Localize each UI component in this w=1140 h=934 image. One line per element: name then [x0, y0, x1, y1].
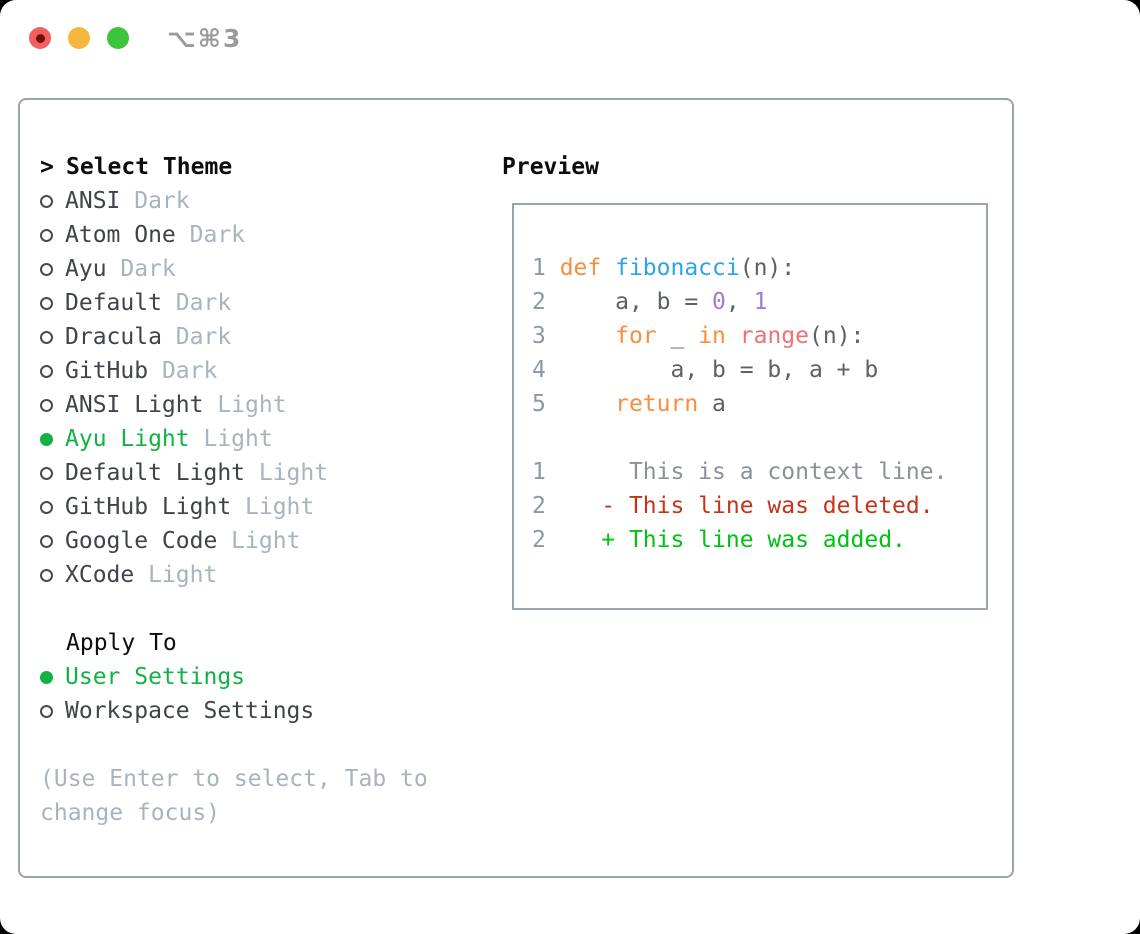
spacer	[40, 592, 428, 626]
radio-icon	[40, 466, 53, 480]
select-theme-label: Select Theme	[66, 154, 233, 180]
option-label: Ayu Dark	[65, 256, 176, 282]
option-label: GitHub Light Light	[65, 494, 315, 520]
apply-to-header: Apply To	[40, 626, 428, 660]
select-theme-header: > Select Theme	[40, 150, 428, 184]
code-line: 2 a, b = 0, 1	[532, 289, 768, 315]
radio-icon	[40, 330, 53, 344]
code-preview: 1 def fibonacci(n): 2 a, b = 0, 1 3 for _ …	[514, 205, 986, 557]
apply-option-user-settings[interactable]: User Settings	[40, 660, 428, 694]
spacer	[40, 728, 428, 762]
option-label: User Settings	[65, 664, 246, 690]
theme-option-dracula[interactable]: Dracula Dark	[40, 320, 428, 354]
option-label: Workspace Settings	[65, 698, 315, 724]
code-line: 4 a, b = b, a + b	[532, 357, 879, 383]
option-label: ANSI Light Light	[65, 392, 287, 418]
code-line: 1 def fibonacci(n):	[532, 255, 796, 281]
radio-icon	[40, 364, 53, 378]
hint-line-2: change focus)	[40, 800, 221, 826]
radio-icon	[40, 194, 53, 208]
radio-icon	[40, 534, 53, 548]
theme-option-ayu-light[interactable]: Ayu Light Light	[40, 422, 428, 456]
radio-icon	[40, 500, 53, 514]
theme-option-github[interactable]: GitHub Dark	[40, 354, 428, 388]
theme-option-google-code[interactable]: Google Code Light	[40, 524, 428, 558]
theme-option-xcode[interactable]: XCode Light	[40, 558, 428, 592]
theme-option-default-light[interactable]: Default Light Light	[40, 456, 428, 490]
theme-option-ansi[interactable]: ANSI Dark	[40, 184, 428, 218]
preview-header: Preview	[502, 154, 599, 180]
code-line: 5 return a	[532, 391, 726, 417]
option-label: XCode Light	[65, 562, 218, 588]
radio-icon	[40, 398, 53, 412]
option-label: Dracula Dark	[65, 324, 232, 350]
option-label: Google Code Light	[65, 528, 301, 554]
theme-option-atom-one[interactable]: Atom One Dark	[40, 218, 428, 252]
apply-to-label: Apply To	[66, 630, 177, 656]
theme-option-ansi-light[interactable]: ANSI Light Light	[40, 388, 428, 422]
minimize-button[interactable]	[68, 27, 90, 49]
close-dot-icon	[35, 33, 45, 43]
radio-selected-icon	[40, 670, 53, 684]
focus-caret-icon: >	[40, 154, 54, 180]
code-line: 2 - This line was deleted.	[532, 493, 934, 519]
option-label: ANSI Dark	[65, 188, 190, 214]
theme-option-ayu[interactable]: Ayu Dark	[40, 252, 428, 286]
radio-icon	[40, 296, 53, 310]
code-line: 3 for _ in range(n):	[532, 323, 865, 349]
option-label: Atom One Dark	[65, 222, 246, 248]
zoom-button[interactable]	[107, 27, 129, 49]
option-label: GitHub Dark	[65, 358, 218, 384]
radio-icon	[40, 704, 53, 718]
radio-icon	[40, 568, 53, 582]
window-title: ⌥⌘3	[167, 23, 243, 53]
theme-option-github-light[interactable]: GitHub Light Light	[40, 490, 428, 524]
code-line	[532, 421, 986, 455]
apply-option-workspace-settings[interactable]: Workspace Settings	[40, 694, 428, 728]
code-line: 2 + This line was added.	[532, 527, 906, 553]
titlebar: ⌥⌘3	[29, 23, 243, 53]
radio-selected-icon	[40, 432, 53, 446]
option-label: Default Dark	[65, 290, 232, 316]
option-label: Default Light Light	[65, 460, 329, 486]
code-line: 1 This is a context line.	[532, 459, 948, 485]
close-button[interactable]	[29, 27, 51, 49]
option-label: Ayu Light Light	[65, 426, 273, 452]
preview-box: 1 def fibonacci(n): 2 a, b = 0, 1 3 for _ …	[512, 203, 988, 610]
hint-line-1: (Use Enter to select, Tab to	[40, 766, 428, 792]
theme-option-default[interactable]: Default Dark	[40, 286, 428, 320]
radio-icon	[40, 228, 53, 242]
radio-icon	[40, 262, 53, 276]
